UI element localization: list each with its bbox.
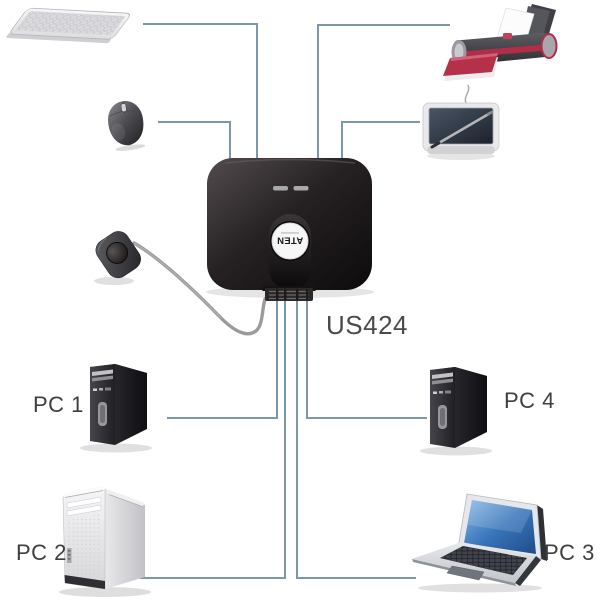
pc4-tower-icon [420,367,492,456]
switch-port-connector [262,286,316,301]
mouse-scroll-wheel [120,103,127,112]
graphics-tablet-icon [422,84,500,160]
tablet-line [341,121,420,165]
pc3-line [296,295,416,579]
printer-icon [443,4,558,81]
laptop-screen [464,500,536,554]
connection-lines [140,23,450,579]
pc2-line [140,295,286,579]
usb-switch-device-icon: ATEN [206,158,374,298]
aten-logo-text: ATEN [277,235,303,246]
pc3-laptop-icon [412,493,547,593]
tablet-pen [436,110,494,145]
switch-led-2 [293,186,309,191]
tablet-screen [428,107,494,145]
aten-logo: ATEN [277,232,303,246]
pc1-tower-icon [80,364,152,453]
pc1-label: PC 1 [33,392,84,417]
switch-led-1 [273,186,288,191]
printer-line [317,24,450,165]
mouse-icon [108,101,146,151]
pc4-label: PC 4 [504,388,555,413]
remote-button [106,241,129,264]
keyboard-icon [6,7,130,44]
pc4-line [306,295,427,419]
laptop-touchpad [446,565,485,581]
aten-logo-button [271,222,309,260]
mouse-line [158,121,231,165]
switch-model-label: US424 [326,310,408,340]
pc3-label: PC 3 [544,540,595,565]
pc2-tower-icon [59,486,151,597]
pc1-line [167,295,278,419]
keyboard-line [143,23,258,165]
pc2-label: PC 2 [16,540,67,565]
remote-switch-button-icon [94,231,267,336]
